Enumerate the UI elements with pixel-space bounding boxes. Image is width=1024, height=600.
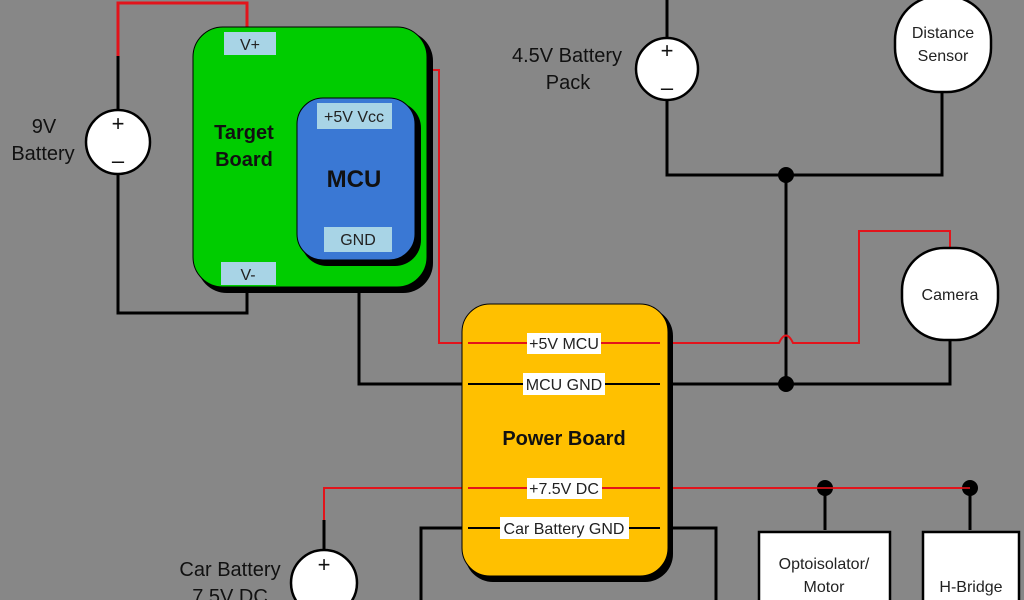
- power-board: +5V MCU MCU GND Power Board +7.5V DC Car…: [461, 303, 673, 582]
- pin-vminus: [221, 262, 276, 285]
- pin-gnd-label: GND: [340, 232, 376, 249]
- h-bridge-label: H-Bridge: [939, 579, 1002, 596]
- minus-sign-icon: –: [112, 148, 125, 173]
- camera: Camera: [900, 246, 1000, 342]
- pin-5v-mcu-label: +5V MCU: [529, 336, 599, 353]
- pin-7-5v-dc: [527, 478, 602, 499]
- battery-9v: + – 9V Battery: [11, 108, 152, 176]
- wire-car-gnd-left: [419, 526, 466, 600]
- car-battery-label-1: Car Battery: [179, 559, 280, 581]
- camera-label: Camera: [922, 287, 979, 304]
- pin-7-5v-dc-label: +7.5V DC: [529, 481, 599, 498]
- target-board-title-2: Board: [215, 149, 273, 171]
- battery-9v-label-1: 9V: [32, 116, 57, 138]
- target-board-title-1: Target: [214, 122, 274, 144]
- mcu: +5V Vcc MCU GND: [296, 97, 421, 266]
- plus-sign-icon: +: [112, 111, 125, 136]
- car-battery-label-2: 7.5V DC: [192, 586, 268, 600]
- wire-car-battery-positive: [323, 487, 466, 520]
- pin-car-battery-gnd-label: Car Battery GND: [504, 521, 625, 538]
- wire-car-gnd-right: [660, 526, 718, 600]
- battery-4-5v-pack: + – 4.5V Battery Pack: [512, 36, 700, 102]
- battery-4-5v-label-2: Pack: [546, 72, 591, 94]
- distance-sensor-label-1: Distance: [912, 25, 974, 42]
- pin-vcc: [317, 103, 392, 129]
- battery-9v-label-2: Battery: [11, 143, 74, 165]
- pin-mcu-gnd-label: MCU GND: [526, 377, 602, 394]
- optoisolator-label-1: Optoisolator/: [779, 556, 870, 573]
- pin-vminus-label: V-: [240, 267, 255, 284]
- optoisolator-motor: Optoisolator/ Motor: [757, 530, 892, 600]
- pin-vplus: [224, 32, 276, 55]
- pin-5v-mcu: [527, 333, 601, 354]
- plus-sign-icon: +: [661, 38, 674, 63]
- distance-sensor-label-2: Sensor: [918, 48, 969, 65]
- pin-gnd: [324, 227, 392, 252]
- h-bridge: H-Bridge: [921, 530, 1021, 600]
- mcu-title: MCU: [327, 166, 382, 193]
- car-battery: + Car Battery 7.5V DC: [179, 548, 359, 600]
- minus-sign-icon: –: [661, 75, 674, 100]
- plus-sign-icon: +: [318, 552, 331, 577]
- wire-9v-positive: [116, 1, 249, 56]
- pin-vcc-label: +5V Vcc: [324, 109, 384, 126]
- battery-4-5v-label-1: 4.5V Battery: [512, 45, 622, 67]
- wire-sensor-ground-bus: [665, 92, 944, 177]
- wire-camera-gnd: [660, 340, 952, 386]
- wire-camera-5v: [660, 230, 951, 344]
- optoisolator-label-2: Motor: [804, 579, 846, 596]
- distance-sensor: Distance Sensor: [893, 0, 993, 94]
- pin-vplus-label: V+: [240, 37, 260, 54]
- junction-dot: [778, 376, 794, 392]
- pin-car-battery-gnd: [500, 517, 629, 539]
- wire-mcu-gnd: [357, 255, 466, 386]
- junction-dot: [778, 167, 794, 183]
- power-board-title: Power Board: [502, 428, 625, 450]
- wire-9v-negative: [116, 175, 249, 315]
- pin-mcu-gnd: [523, 373, 605, 395]
